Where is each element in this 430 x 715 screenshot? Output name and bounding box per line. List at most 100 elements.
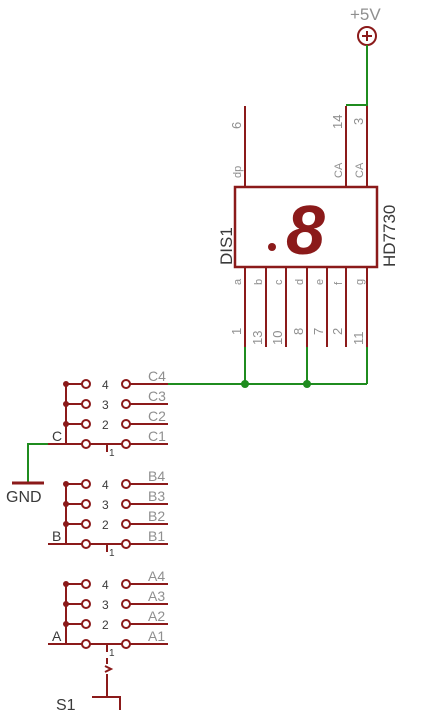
common-net xyxy=(133,347,368,385)
contact-number: 1 xyxy=(109,648,115,659)
contact-terminal xyxy=(81,479,91,489)
contact-terminal xyxy=(81,439,91,449)
bus-junction xyxy=(63,401,69,407)
contact-terminal xyxy=(121,439,131,449)
contact-label: A3 xyxy=(148,588,165,604)
contact-terminal xyxy=(121,499,131,509)
contact-terminal xyxy=(121,639,131,649)
contact-number: 3 xyxy=(102,498,109,512)
display-part: HD7730 xyxy=(380,205,399,267)
pin-a: a1 xyxy=(229,268,246,347)
pin-number: 8 xyxy=(291,328,306,335)
pin-d: d8 xyxy=(291,268,308,347)
bus-junction xyxy=(63,421,69,427)
switch-contact-b3: 3 B3 xyxy=(63,488,168,512)
contact-number: 1 xyxy=(109,448,115,459)
pin-ca-3: 3 CA xyxy=(351,118,366,178)
net-junction xyxy=(241,380,249,388)
contact-terminal xyxy=(121,379,131,389)
contact-number: 4 xyxy=(102,378,109,392)
contact-label: A1 xyxy=(148,628,165,644)
display-digit: 8 xyxy=(286,191,325,269)
contact-terminal xyxy=(121,399,131,409)
contact-terminal xyxy=(81,539,91,549)
pin-number: 10 xyxy=(270,331,285,345)
contact-label: A4 xyxy=(148,568,165,584)
switch-contact-b4: 4B4 xyxy=(63,468,168,492)
contact-number: 2 xyxy=(102,518,109,532)
pin-g: g11 xyxy=(351,268,368,347)
bus-junction xyxy=(63,501,69,507)
pin-number: 6 xyxy=(229,122,244,129)
switch-contact-b1: 1B1 xyxy=(81,528,168,559)
contact-terminal xyxy=(81,399,91,409)
bus-junction xyxy=(63,581,69,587)
switch-contact-c3: 3 C3 xyxy=(63,388,168,412)
pin-ca-14: 14 CA xyxy=(330,115,345,178)
bus-junction xyxy=(63,601,69,607)
switch-section-label: C xyxy=(52,428,62,444)
pin-e: e7 xyxy=(311,268,328,347)
contact-terminal xyxy=(81,419,91,429)
pin-name: e xyxy=(314,279,326,285)
pin-number: 7 xyxy=(311,328,326,335)
pin-dp: 6 dp xyxy=(229,122,244,178)
switch-contact-b2: 2B2 xyxy=(63,508,168,532)
switch-contact-c1: 1 C1 xyxy=(81,428,168,459)
switch-ref: S1 xyxy=(56,697,76,714)
bus-junction xyxy=(63,381,69,387)
contact-terminal xyxy=(81,599,91,609)
contact-label: B4 xyxy=(148,468,165,484)
contact-number: 3 xyxy=(102,598,109,612)
switch-contact-a1: 1 A1 xyxy=(81,628,168,659)
pin-name: c xyxy=(273,279,285,285)
display-ref: DIS1 xyxy=(217,227,236,265)
contact-label: A2 xyxy=(148,608,165,624)
contact-terminal xyxy=(121,579,131,589)
contact-terminal xyxy=(81,619,91,629)
contact-number: 4 xyxy=(102,578,109,592)
switch-section-label: A xyxy=(52,628,62,644)
pin-name: b xyxy=(253,279,265,285)
pin-number: 14 xyxy=(330,115,345,129)
pin-f: f2 xyxy=(330,268,347,347)
contact-terminal xyxy=(81,579,91,589)
contact-terminal xyxy=(81,639,91,649)
decimal-point xyxy=(268,243,276,251)
pin-b: b 13 xyxy=(250,268,267,347)
contact-terminal xyxy=(121,619,131,629)
pin-number: 13 xyxy=(250,331,265,345)
switch-contact-a4: 4 A4 xyxy=(63,568,168,592)
contact-terminal xyxy=(81,519,91,529)
contact-number: 3 xyxy=(102,398,109,412)
contact-label: C4 xyxy=(148,368,166,384)
contact-label: B3 xyxy=(148,488,165,504)
pin-c: c 10 xyxy=(270,268,287,347)
contact-terminal xyxy=(81,379,91,389)
pin-name: f xyxy=(333,281,345,285)
switch-contact-a3: 3 A3 xyxy=(63,588,168,612)
bus-junction xyxy=(63,521,69,527)
contact-label: C3 xyxy=(148,388,166,404)
contact-label: C2 xyxy=(148,408,166,424)
contact-terminal xyxy=(121,599,131,609)
pin-number: 1 xyxy=(229,328,244,335)
pin-name: a xyxy=(232,278,244,285)
contact-terminal xyxy=(121,519,131,529)
bus-junction xyxy=(63,621,69,627)
plus-circle-icon xyxy=(357,26,377,46)
pin-number: 11 xyxy=(351,332,366,346)
switch-section-label: B xyxy=(52,528,61,544)
contact-label: C1 xyxy=(148,428,166,444)
pin-number: 3 xyxy=(351,118,366,125)
pin-number: 2 xyxy=(330,328,345,335)
contact-terminal xyxy=(121,479,131,489)
switch-contact-c2: 2C2 xyxy=(63,408,168,432)
contact-number: 2 xyxy=(102,618,109,632)
pin-name: CA xyxy=(354,162,366,178)
